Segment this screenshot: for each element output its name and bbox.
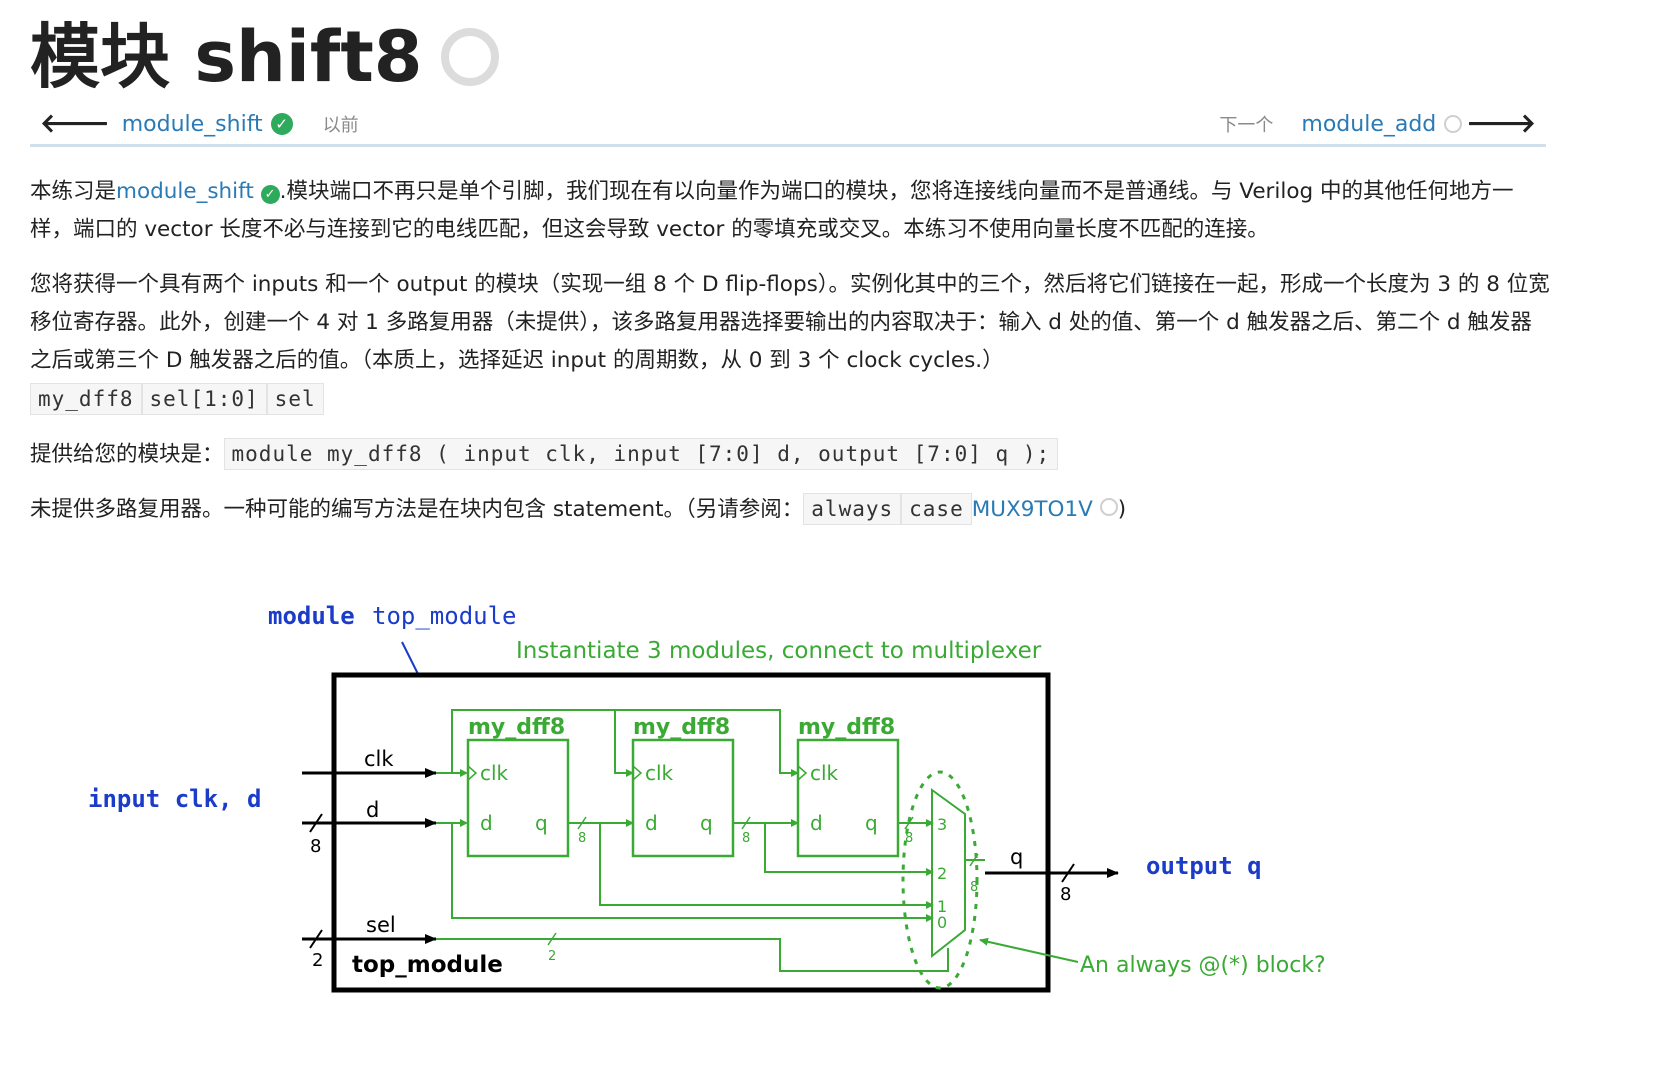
mux-prefix: 未提供多路复用器。一种可能的编写方法是在块内包含 statement。（另请参阅… (30, 497, 804, 522)
dff1-name: my_dff8 (468, 715, 565, 740)
dff3-name: my_dff8 (798, 715, 895, 740)
nav-bar: 🡐 module_shift ✓ 以前 下一个 module_add 🡒 (30, 104, 1546, 147)
dff1-clk: clk (480, 761, 509, 785)
mux9to1v-link[interactable]: MUX9TO1V (971, 497, 1093, 522)
input-label: input clk, d (88, 785, 261, 813)
instantiate-note: Instantiate 3 modules, connect to multip… (516, 638, 1042, 664)
dff3-d: d (810, 811, 823, 835)
mux-in-1: 1 (937, 897, 947, 916)
top-module-box (331, 672, 1051, 993)
dff-instance-1: my_dff8 clk d q (466, 715, 570, 858)
sel-bus-width: 2 (312, 950, 323, 971)
wire-arrows (460, 769, 934, 922)
mux: 3 2 1 0 (901, 770, 979, 990)
module-keyword: module (268, 602, 355, 630)
mux-in-2: 2 (937, 864, 947, 883)
prev-link[interactable]: module_shift (121, 111, 263, 137)
prev-label: 以前 (322, 115, 359, 136)
d-bus-tick (309, 813, 323, 833)
dff2-name: my_dff8 (633, 715, 730, 740)
output-label: output q (1146, 852, 1262, 880)
paragraph-intro: 本练习是module_shift ✓.模块端口不再只是单个引脚，我们现在有以向量… (30, 173, 1550, 249)
code-my-dff8: my_dff8 (30, 383, 142, 415)
mux-out-width: 8 (970, 880, 978, 895)
paragraph-provided: 提供给您的模块是：module my_dff8 ( input clk, inp… (30, 435, 1550, 474)
dff2-q: q (700, 811, 713, 835)
paragraph-mux: 未提供多路复用器。一种可能的编写方法是在块内包含 statement。（另请参阅… (30, 490, 1550, 529)
dff-instance-2: my_dff8 clk d q (631, 715, 735, 858)
sel-bus-tick (309, 929, 323, 949)
top-module-label: top_module (352, 952, 503, 978)
check-circle-icon: ✓ (270, 113, 293, 135)
dff-instance-3: my_dff8 clk d q (796, 715, 900, 858)
always-pointer (979, 937, 1079, 963)
intro-text: .模块端口不再只是单个引脚，我们现在有以向量作为端口的模块，您将连接线向量而不是… (30, 179, 1514, 242)
arrow-left-icon[interactable]: 🡐 (40, 109, 110, 139)
status-circle-icon (1099, 498, 1118, 516)
green-wiring (436, 709, 985, 972)
status-circle-icon (440, 28, 499, 86)
code-always: always (803, 493, 902, 525)
dff1-q: q (535, 811, 548, 835)
d-label: d (366, 798, 379, 822)
page-title-text: 模块 shift8 (30, 16, 423, 98)
mux-suffix: ) (1117, 497, 1127, 522)
task-text: 您将获得一个具有两个 inputs 和一个 output 的模块（实现一组 8 … (30, 272, 1550, 373)
output-bus-width: 8 (1060, 884, 1071, 905)
always-note: An always @(*) block? (1080, 953, 1326, 978)
dff3-clk: clk (810, 761, 839, 785)
dff3-q: q (865, 811, 878, 835)
nav-next: 下一个 module_add 🡒 (1219, 110, 1536, 138)
arrow-right-icon[interactable]: 🡒 (1466, 109, 1536, 139)
code-module-decl: module my_dff8 ( input clk, input [7:0] … (223, 438, 1059, 470)
provided-prefix: 提供给您的模块是： (30, 442, 224, 467)
clk-label: clk (364, 747, 394, 771)
page-title: 模块 shift8 (30, 14, 499, 100)
dff2-d: d (645, 811, 658, 835)
d-bus-width: 8 (310, 836, 321, 857)
paragraph-task: 您将获得一个具有两个 inputs 和一个 output 的模块（实现一组 8 … (30, 266, 1550, 380)
status-circle-icon (1444, 115, 1463, 133)
q-label: q (1010, 845, 1023, 869)
code-sel-range: sel[1:0] (141, 383, 267, 415)
module-shift-link[interactable]: module_shift (116, 179, 254, 204)
bus2-width: 8 (742, 831, 750, 846)
module-name: top_module (372, 602, 517, 630)
dff1-d: d (480, 811, 493, 835)
code-case: case (901, 493, 972, 525)
code-sel: sel (266, 383, 324, 415)
mux-in-0: 0 (937, 913, 947, 932)
next-label: 下一个 (1219, 115, 1274, 136)
shift-register-diagram: module top_module Instantiate 3 modules,… (88, 602, 1326, 993)
bus1-width: 8 (578, 831, 586, 846)
next-link[interactable]: module_add (1301, 111, 1437, 137)
module-pointer (401, 641, 419, 675)
bus-ticks (547, 816, 979, 946)
sel-green-width: 2 (548, 949, 556, 964)
nav-prev: 🡐 module_shift ✓ 以前 (40, 110, 359, 138)
dff2-clk: clk (645, 761, 674, 785)
intro-prefix: 本练习是 (30, 179, 117, 204)
check-circle-icon: ✓ (260, 185, 280, 204)
bus3-width: 8 (905, 831, 913, 846)
output-bus-tick (1061, 863, 1075, 883)
sel-label: sel (366, 913, 396, 937)
mux-in-3: 3 (937, 815, 947, 834)
